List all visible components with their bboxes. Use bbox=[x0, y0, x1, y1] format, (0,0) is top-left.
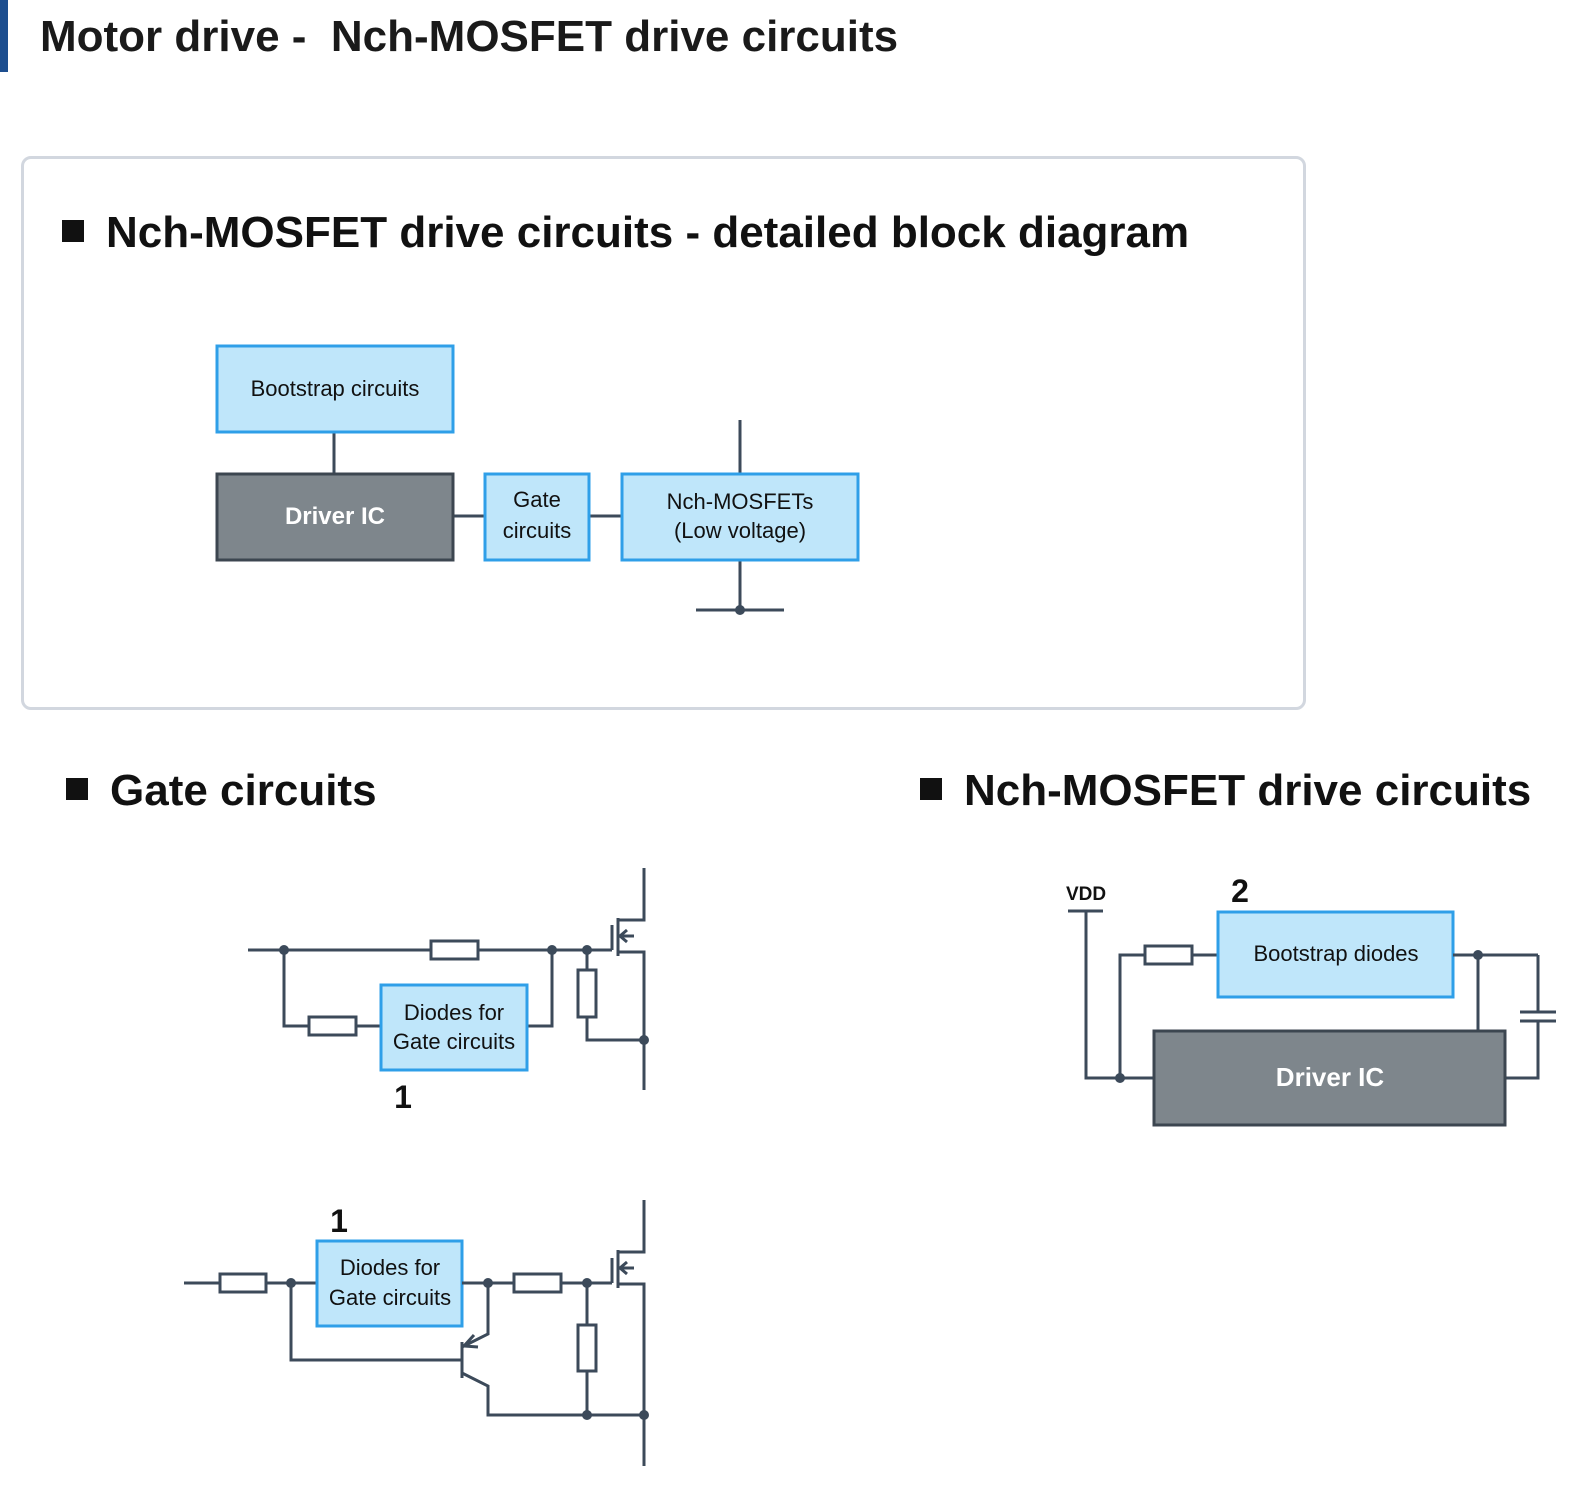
block-diagram-panel bbox=[21, 156, 1306, 710]
series-resistor bbox=[307, 1015, 358, 1037]
drive-circuit: VDD Bootstrap diodes 2 Driver IC bbox=[1066, 873, 1556, 1127]
nch-mosfets-label-2: (Low voltage) bbox=[674, 518, 806, 543]
gate-resistor bbox=[429, 939, 480, 961]
drive-circuits-heading-text: Nch-MOSFET drive circuits bbox=[964, 766, 1532, 815]
bootstrap-diodes-label: Bootstrap diodes bbox=[1253, 941, 1418, 966]
driver-ic-block bbox=[215, 472, 455, 562]
driver-ic-label-2: Driver IC bbox=[1276, 1062, 1385, 1092]
bullet-square-icon bbox=[66, 778, 88, 801]
diodes-label-2b: Gate circuits bbox=[329, 1285, 451, 1310]
gate-circuit-1: Diodes for Gate circuits 1 bbox=[248, 868, 649, 1115]
block-diagram: Bootstrap circuits Driver IC Gate circui… bbox=[215, 344, 860, 615]
ground-node bbox=[735, 605, 745, 615]
driver-ic-block-2 bbox=[1152, 1029, 1507, 1127]
block-diagram-heading-text: Nch-MOSFET drive circuits - detailed blo… bbox=[106, 208, 1190, 257]
callout-number-1b: 1 bbox=[330, 1203, 348, 1239]
callout-number-2: 2 bbox=[1231, 873, 1249, 909]
gate-circuits-block bbox=[483, 472, 591, 562]
mosfet-symbol-2 bbox=[610, 1200, 646, 1466]
diodes-block-1 bbox=[379, 983, 529, 1072]
pnp-transistor bbox=[289, 1283, 587, 1417]
diodes-label-1a: Diodes for bbox=[404, 1000, 504, 1025]
page-title: Motor drive - Nch-MOSFET drive circuits bbox=[40, 12, 899, 61]
bootstrap-circuits-label: Bootstrap circuits bbox=[251, 376, 420, 401]
diodes-label-2a: Diodes for bbox=[340, 1255, 440, 1280]
bootstrap-circuits-block bbox=[215, 344, 455, 434]
callout-number-1: 1 bbox=[394, 1079, 412, 1115]
gate-circuit-2: Diodes for Gate circuits 1 bbox=[184, 1200, 649, 1466]
mosfet-symbol-1 bbox=[610, 868, 646, 1090]
vdd-label: VDD bbox=[1066, 884, 1106, 905]
title-accent-bar bbox=[0, 0, 8, 72]
bootstrap-capacitor bbox=[1505, 955, 1556, 1080]
nch-mosfets-label-1: Nch-MOSFETs bbox=[667, 489, 814, 514]
bullet-square-icon bbox=[62, 220, 84, 243]
gate-resistor-2 bbox=[512, 1272, 563, 1294]
input-resistor bbox=[218, 1272, 268, 1294]
gate-circuits-label-2: circuits bbox=[503, 518, 571, 543]
bullet-square-icon bbox=[920, 778, 942, 801]
gate-circuits-heading: Gate circuits bbox=[66, 766, 377, 816]
pulldown-resistor bbox=[576, 968, 598, 1019]
gate-circuits-heading-text: Gate circuits bbox=[110, 766, 377, 815]
diodes-block-2 bbox=[315, 1239, 464, 1328]
pulldown-resistor-2 bbox=[576, 1323, 598, 1373]
bootstrap-resistor bbox=[1143, 944, 1194, 966]
gate-circuits-label-1: Gate bbox=[513, 487, 561, 512]
nch-mosfets-block bbox=[620, 472, 860, 562]
drive-circuits-heading: Nch-MOSFET drive circuits bbox=[920, 766, 1531, 816]
driver-ic-label: Driver IC bbox=[285, 503, 385, 530]
block-diagram-heading: Nch-MOSFET drive circuits - detailed blo… bbox=[62, 208, 1189, 258]
diodes-label-1b: Gate circuits bbox=[393, 1029, 515, 1054]
